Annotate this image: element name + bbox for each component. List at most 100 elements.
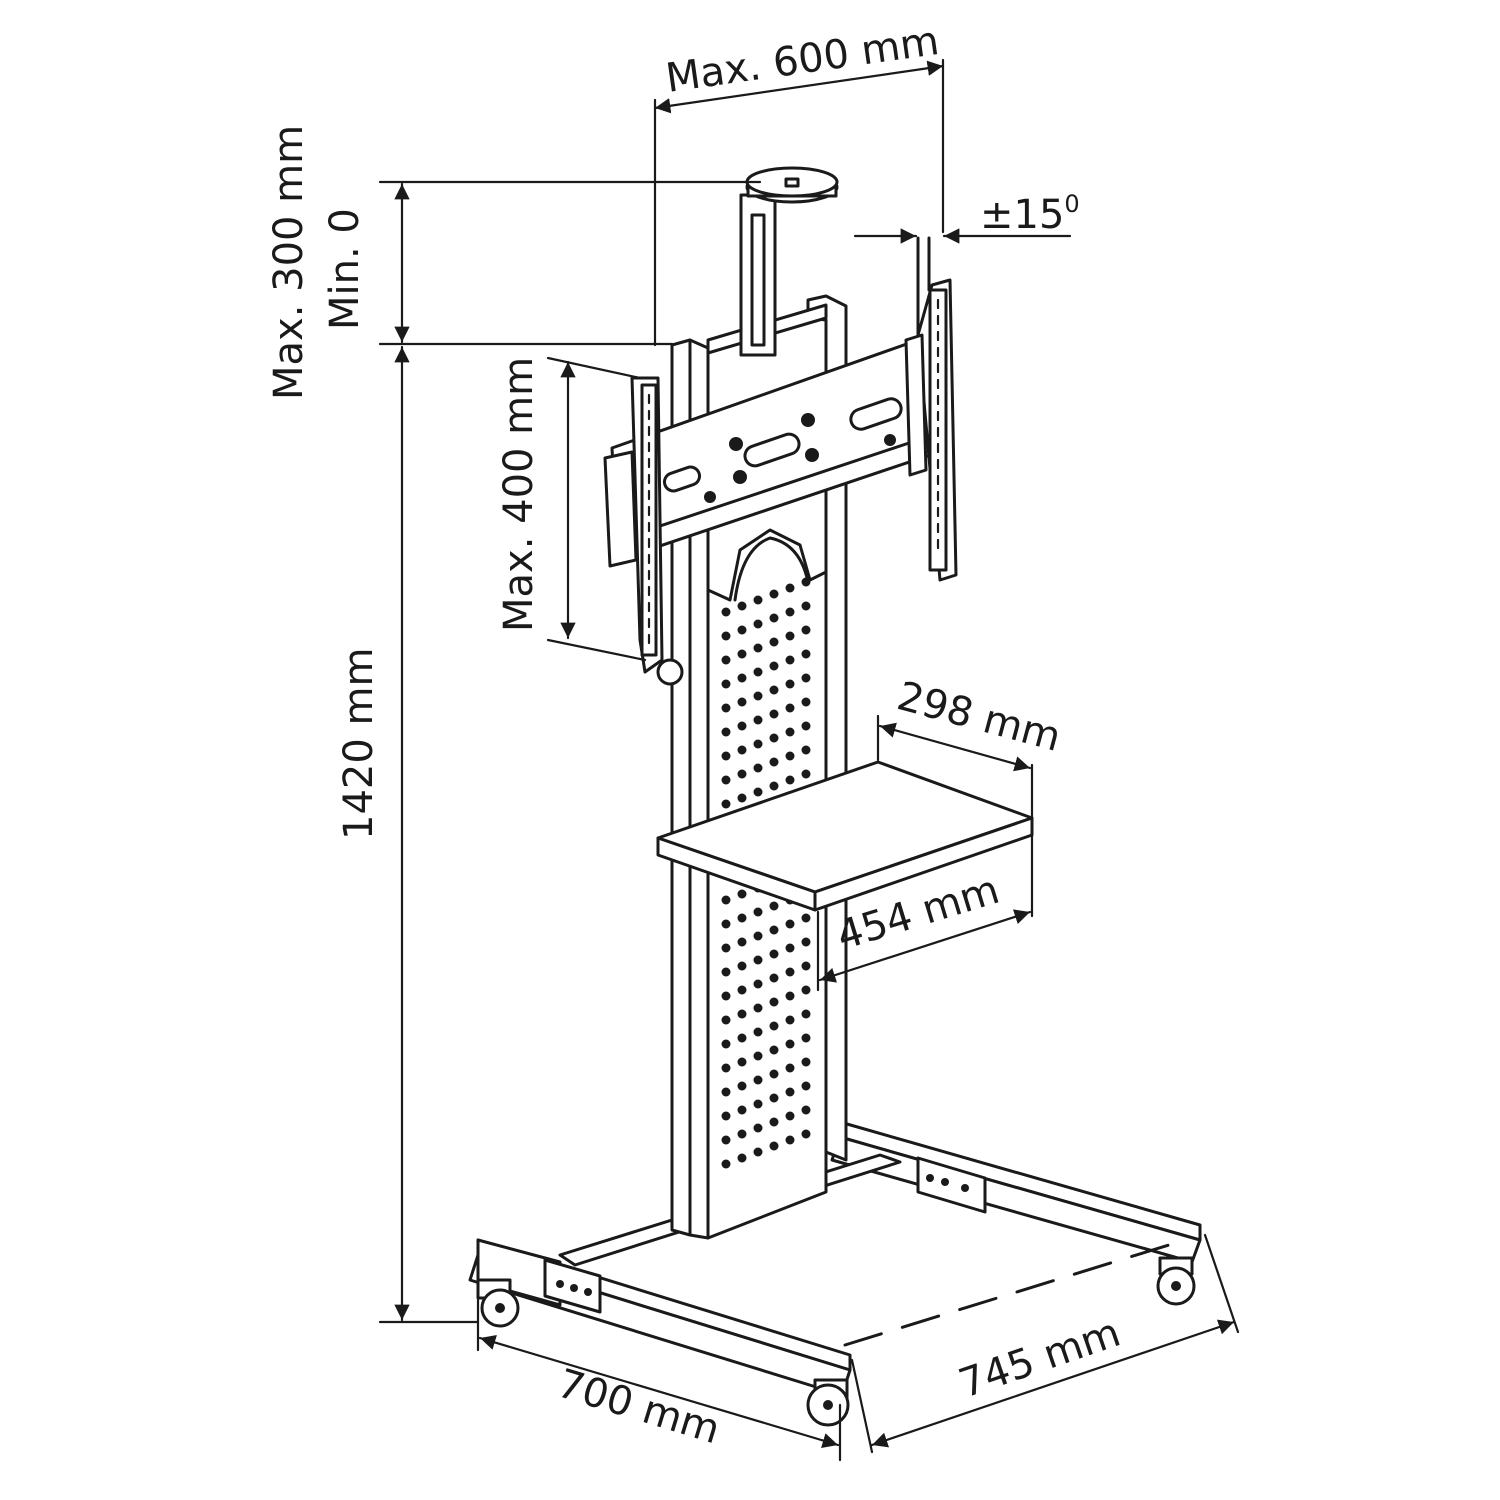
- perforation-hole: [753, 1075, 763, 1085]
- shelf: [656, 760, 1034, 912]
- perforation-hole: [769, 637, 779, 647]
- dim-vesa-height: Max. 400 mm: [496, 357, 647, 662]
- perforation-hole: [753, 955, 763, 965]
- perforation-hole: [785, 1039, 795, 1049]
- perforation-hole: [737, 889, 747, 899]
- perforation-hole: [769, 661, 779, 671]
- perforation-hole: [785, 727, 795, 737]
- perforation-hole: [785, 1111, 795, 1121]
- perforation-hole: [785, 1063, 795, 1073]
- perforation-hole: [769, 1069, 779, 1079]
- perforation-hole: [801, 1057, 811, 1067]
- perforation-hole: [721, 631, 731, 641]
- perforation-hole: [753, 1123, 763, 1133]
- perforation-hole: [721, 1087, 731, 1097]
- perforation-hole: [785, 967, 795, 977]
- perforation-hole: [753, 1147, 763, 1157]
- perforation-hole: [753, 715, 763, 725]
- perforation-hole: [769, 1141, 779, 1151]
- perforation-hole: [801, 673, 811, 683]
- tv-arm-right: [904, 236, 958, 582]
- perforation-hole: [737, 937, 747, 947]
- perforation-hole: [753, 787, 763, 797]
- perforation-hole: [801, 649, 811, 659]
- perforation-hole: [737, 1153, 747, 1163]
- perforation-hole: [737, 673, 747, 683]
- perforation-hole: [785, 1135, 795, 1145]
- perforation-hole: [721, 655, 731, 665]
- perforation-hole: [801, 937, 811, 947]
- label-pole-min: Min. 0: [322, 208, 368, 330]
- perforation-hole: [769, 1093, 779, 1103]
- perforation-hole: [753, 1003, 763, 1013]
- perforation-hole: [769, 757, 779, 767]
- perforation-hole: [753, 619, 763, 629]
- perforation-hole: [785, 703, 795, 713]
- label-width-max: Max. 600 mm: [663, 18, 942, 102]
- perforation-hole: [785, 919, 795, 929]
- dim-total-height: 1420 mm: [336, 345, 480, 1324]
- perforation-hole: [801, 577, 811, 587]
- perforation-hole: [801, 1081, 811, 1091]
- perforation-hole: [737, 625, 747, 635]
- perforation-hole: [737, 1057, 747, 1067]
- label-total-height: 1420 mm: [336, 648, 382, 840]
- perforation-hole: [801, 985, 811, 995]
- perforation-hole: [737, 697, 747, 707]
- perforation-hole: [737, 721, 747, 731]
- perforation-hole: [737, 1081, 747, 1091]
- perforation-hole: [721, 1063, 731, 1073]
- label-vesa-max: Max. 400 mm: [496, 357, 542, 632]
- perforation-hole: [737, 649, 747, 659]
- perforation-hole: [753, 1051, 763, 1061]
- label-shelf-depth: 298 mm: [892, 673, 1065, 761]
- perforation-hole: [753, 1099, 763, 1109]
- perforation-hole: [801, 1009, 811, 1019]
- dim-pole-height: Max. 300 mm Min. 0: [266, 125, 762, 400]
- perforation-hole: [769, 949, 779, 959]
- perforation-hole: [769, 709, 779, 719]
- perforation-hole: [785, 1087, 795, 1097]
- perforation-hole: [753, 1027, 763, 1037]
- castor-rear-right: [1156, 1256, 1196, 1306]
- perforation-hole: [721, 751, 731, 761]
- perforation-hole: [721, 703, 731, 713]
- perforation-hole: [721, 679, 731, 689]
- perforation-hole: [785, 1015, 795, 1025]
- perforation-hole: [801, 769, 811, 779]
- perforation-hole: [737, 745, 747, 755]
- perforation-hole: [801, 745, 811, 755]
- perforation-hole: [737, 1105, 747, 1115]
- perforation-hole: [753, 595, 763, 605]
- label-tilt: ±150: [980, 190, 1080, 238]
- perforation-hole: [785, 751, 795, 761]
- tv-arm-left: [603, 376, 684, 686]
- perforation-hole: [801, 1033, 811, 1043]
- perforation-hole: [769, 781, 779, 791]
- perforation-hole: [721, 727, 731, 737]
- label-tilt-unit: 0: [1064, 190, 1079, 218]
- perforation-hole: [785, 679, 795, 689]
- perforation-hole: [721, 1159, 731, 1169]
- perforation-hole: [769, 1021, 779, 1031]
- dim-tilt: ±150: [853, 190, 1080, 244]
- perforation-hole: [801, 1129, 811, 1139]
- perforation-hole: [721, 943, 731, 953]
- perforation-hole: [801, 625, 811, 635]
- perforation-hole: [721, 1111, 731, 1121]
- perforation-hole: [769, 733, 779, 743]
- perforation-hole: [785, 991, 795, 1001]
- perforation-hole: [769, 973, 779, 983]
- perforation-hole: [737, 913, 747, 923]
- perforation-hole: [769, 613, 779, 623]
- perforation-hole: [721, 895, 731, 905]
- perforation-hole: [721, 607, 731, 617]
- perforation-hole: [721, 1015, 731, 1025]
- perforation-hole: [737, 1129, 747, 1139]
- perforation-hole: [737, 1033, 747, 1043]
- perforation-hole: [801, 1105, 811, 1115]
- perforation-hole: [801, 601, 811, 611]
- perforation-hole: [769, 685, 779, 695]
- coupling-plate-right: [916, 1156, 987, 1214]
